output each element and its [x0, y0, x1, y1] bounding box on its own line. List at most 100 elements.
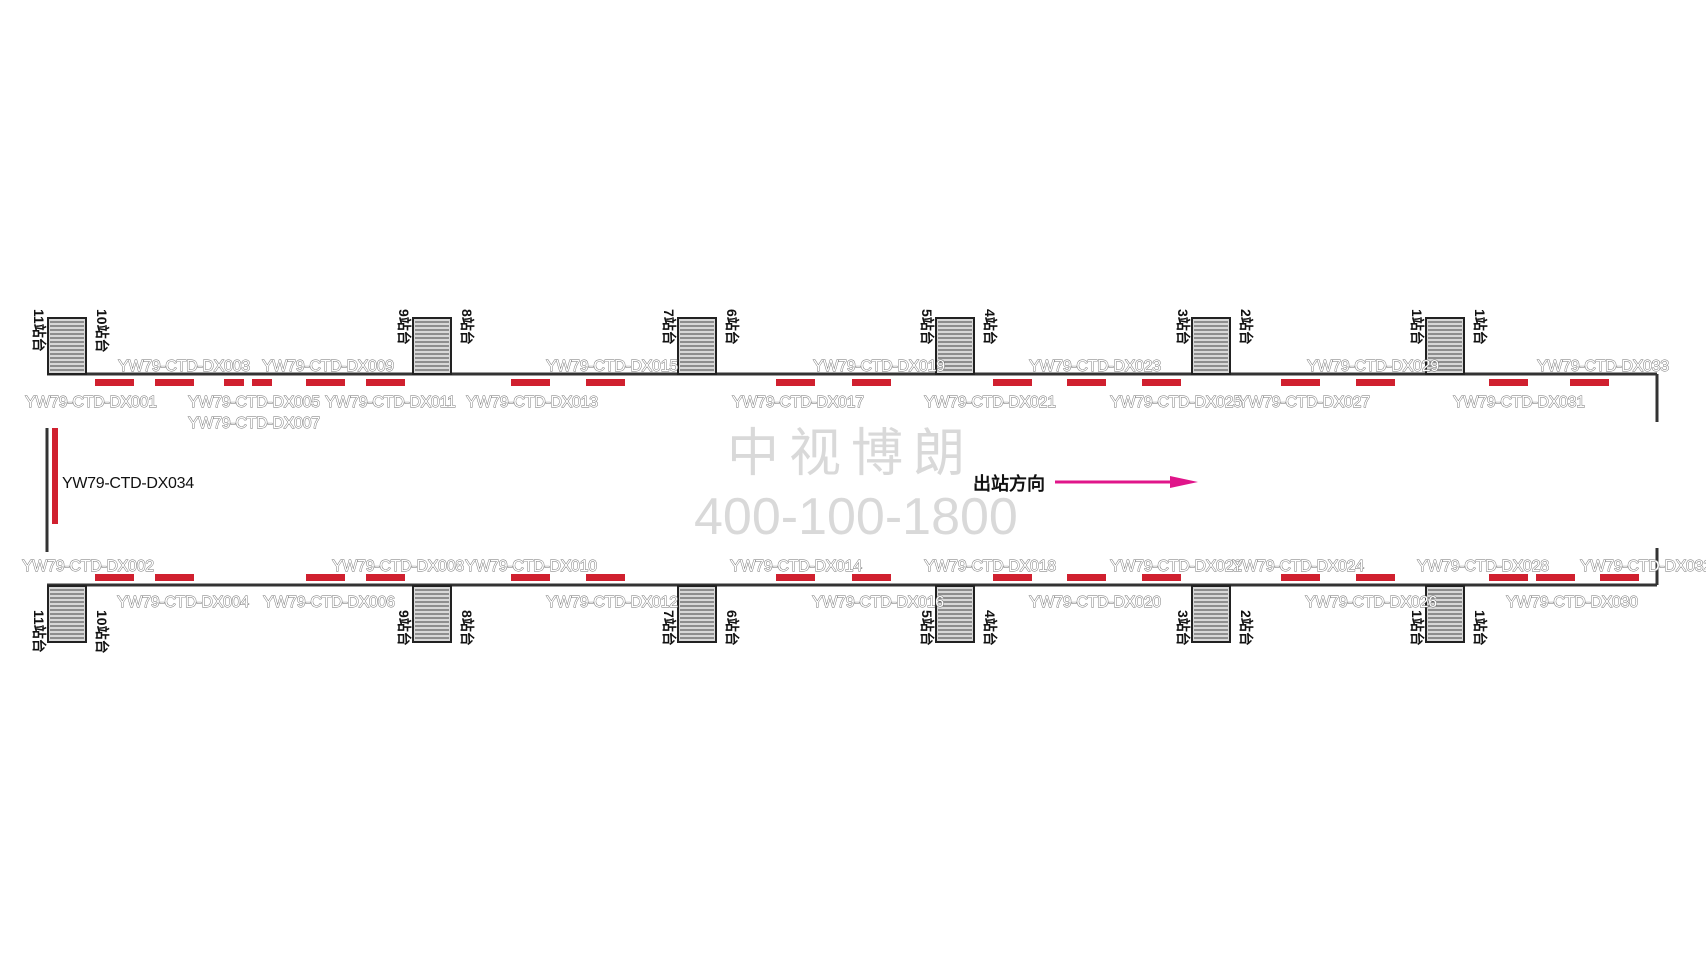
ad-panel-top-10	[852, 379, 891, 386]
stairway-top-3	[677, 317, 717, 375]
stairway-top-4	[935, 317, 975, 375]
ad-label-bottom-15: YW79-CTD-DX030	[1506, 594, 1638, 611]
ad-panel-bottom-9	[993, 574, 1032, 581]
platform-label-bottom-5: 7站台	[661, 610, 677, 646]
ad-panel-bottom-6	[586, 574, 625, 581]
ad-label-bottom-12: YW79-CTD-DX024	[1232, 558, 1364, 575]
ad-label-top-14: YW79-CTD-DX027	[1238, 394, 1370, 411]
stairway-top-6	[1425, 317, 1465, 375]
ad-panel-labels: YW79-CTD-DX001YW79-CTD-DX003YW79-CTD-DX0…	[22, 358, 1706, 612]
ad-label-top-5: YW79-CTD-DX009	[262, 358, 394, 375]
ad-label-bottom-13: YW79-CTD-DX026	[1305, 594, 1437, 611]
stairway-bottom-5	[1191, 585, 1231, 643]
corridor-walls	[45, 372, 1659, 587]
ad-label-bottom-2: YW79-CTD-DX004	[117, 594, 249, 611]
ad-label-top-10: YW79-CTD-DX019	[813, 358, 945, 375]
platform-label-top-11: 1站台	[1409, 309, 1425, 345]
ad-label-top-11: YW79-CTD-DX021	[924, 394, 1056, 411]
platform-label-bottom-12: 1站台	[1472, 610, 1488, 646]
platform-label-top-9: 3站台	[1175, 309, 1191, 345]
stairway-bottom-3	[677, 585, 717, 643]
ad-panel-top-12	[1067, 379, 1106, 386]
ad-label-bottom-9: YW79-CTD-DX018	[924, 558, 1056, 575]
platform-label-bottom-11: 1站台	[1409, 610, 1425, 646]
ad-panels	[95, 379, 1639, 581]
ad-label-top-12: YW79-CTD-DX023	[1029, 358, 1161, 375]
ad-panel-top-6	[366, 379, 405, 386]
stairway-bottom-6	[1425, 585, 1465, 643]
platform-label-top-8: 4站台	[982, 309, 998, 345]
platform-label-top-12: 1站台	[1472, 309, 1488, 345]
platform-label-top-2: 10站台	[94, 309, 110, 353]
ad-label-bottom-14: YW79-CTD-DX028	[1417, 558, 1549, 575]
ad-panel-bottom-15	[1536, 574, 1575, 581]
ad-label-side: YW79-CTD-DX034	[62, 475, 194, 492]
platform-label-bottom-8: 4站台	[982, 610, 998, 646]
platform-label-bottom-6: 6站台	[724, 610, 740, 646]
ad-label-top-3: YW79-CTD-DX005	[188, 394, 320, 411]
ad-panel-bottom-7	[776, 574, 815, 581]
ad-panel-top-8	[586, 379, 625, 386]
ad-panel-top-9	[776, 379, 815, 386]
platform-label-top-6: 6站台	[724, 309, 740, 345]
stairway-bottom-4	[935, 585, 975, 643]
ad-label-top-1: YW79-CTD-DX001	[25, 394, 157, 411]
ad-panel-top-4	[252, 379, 272, 386]
platform-label-top-1: 11站台	[31, 309, 47, 352]
platform-label-top-3: 9站台	[396, 309, 412, 345]
ad-panel-top-11	[993, 379, 1032, 386]
platform-label-bottom-1: 11站台	[31, 610, 47, 653]
ad-panel-top-14	[1281, 379, 1320, 386]
watermark-phone-number: 400-100-1800	[694, 488, 1018, 546]
ad-label-top-13: YW79-CTD-DX025	[1110, 394, 1242, 411]
ad-label-top-6: YW79-CTD-DX011	[325, 394, 456, 411]
platform-label-bottom-4: 8站台	[459, 610, 475, 646]
stairway-bottom-1	[47, 585, 87, 643]
stairway-top-2	[412, 317, 452, 375]
stairway-bottom-2	[412, 585, 452, 643]
ad-panel-bottom-13	[1356, 574, 1395, 581]
ad-label-bottom-7: YW79-CTD-DX014	[730, 558, 862, 575]
ad-panel-top-1	[95, 379, 134, 386]
ad-label-top-2: YW79-CTD-DX003	[118, 358, 250, 375]
ad-label-bottom-16: YW79-CTD-DX032	[1580, 558, 1706, 575]
ad-panel-bottom-1	[95, 574, 134, 581]
watermark-company-name: 中视博朗	[727, 425, 975, 483]
direction-label: 出站方向	[973, 473, 1045, 494]
platform-label-top-7: 5站台	[919, 309, 935, 345]
ad-panel-bottom-3	[306, 574, 345, 581]
ad-panel-side	[52, 428, 58, 524]
ad-panel-bottom-12	[1281, 574, 1320, 581]
ad-label-bottom-10: YW79-CTD-DX020	[1029, 594, 1161, 611]
ad-label-top-17: YW79-CTD-DX033	[1537, 358, 1669, 375]
ad-label-bottom-11: YW79-CTD-DX022	[1110, 558, 1242, 575]
platform-label-top-5: 7站台	[661, 309, 677, 345]
ad-panel-bottom-10	[1067, 574, 1106, 581]
ad-panel-top-15	[1356, 379, 1395, 386]
ad-label-bottom-5: YW79-CTD-DX010	[465, 558, 597, 575]
ad-panel-top-13	[1142, 379, 1181, 386]
platform-label-bottom-2: 10站台	[94, 610, 110, 654]
ad-panel-bottom-8	[852, 574, 891, 581]
ad-label-bottom-1: YW79-CTD-DX002	[22, 558, 154, 575]
ad-panel-top-2	[155, 379, 194, 386]
ad-label-top-4: YW79-CTD-DX007	[188, 415, 320, 432]
ad-panel-bottom-2	[155, 574, 194, 581]
ad-label-top-16: YW79-CTD-DX031	[1453, 394, 1585, 411]
ad-panel-bottom-11	[1142, 574, 1181, 581]
stairway-top-5	[1191, 317, 1231, 375]
platform-label-bottom-9: 3站台	[1175, 610, 1191, 646]
ad-panel-top-5	[306, 379, 345, 386]
ad-panel-top-7	[511, 379, 550, 386]
ad-panel-bottom-5	[511, 574, 550, 581]
stairways	[47, 317, 1465, 643]
platform-label-bottom-7: 5站台	[919, 610, 935, 646]
stairway-top-1	[47, 317, 87, 375]
ad-label-top-9: YW79-CTD-DX017	[732, 394, 864, 411]
platform-label-top-4: 8站台	[459, 309, 475, 345]
ad-panel-bottom-4	[366, 574, 405, 581]
ad-label-top-8: YW79-CTD-DX015	[546, 358, 678, 375]
arrow-right-icon	[1055, 476, 1198, 488]
ad-label-bottom-8: YW79-CTD-DX016	[812, 594, 944, 611]
ad-label-bottom-6: YW79-CTD-DX012	[546, 594, 678, 611]
